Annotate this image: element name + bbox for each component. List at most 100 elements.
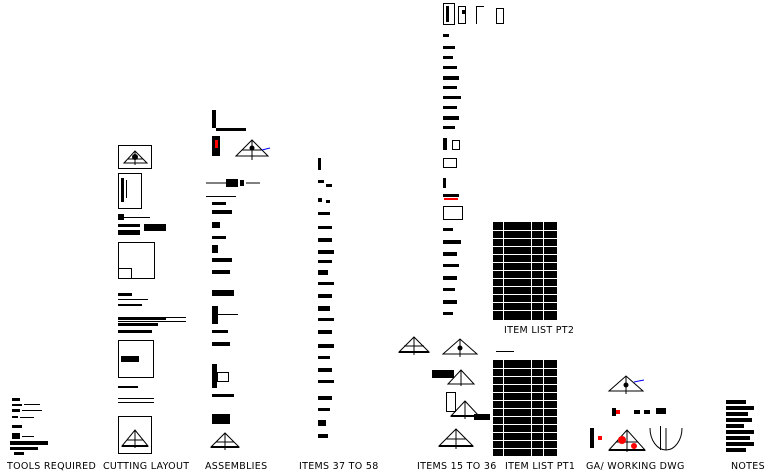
item-part: [318, 198, 322, 202]
item-part: [443, 312, 453, 315]
cut-part: [118, 317, 166, 320]
note-text-block: [726, 430, 754, 434]
cut-part: [118, 321, 186, 322]
cut-part: [118, 304, 142, 306]
assembly-iso-view: [607, 375, 645, 394]
cutting-sheet-view: [118, 173, 142, 209]
cut-part: [124, 217, 150, 218]
item-list-table: [493, 222, 557, 320]
assembly-part: [212, 202, 226, 205]
cut-part: [118, 402, 154, 403]
item-part: [326, 184, 332, 187]
item-part: [318, 306, 330, 311]
sheet-label-items-15-to-36: ITEMS 15 TO 36: [417, 461, 497, 472]
tool-drawing: [10, 441, 48, 445]
item-part: [318, 294, 332, 298]
item-part: [496, 8, 504, 24]
cut-part: [166, 317, 186, 318]
cutting-sheet-view: [118, 416, 152, 454]
item-part: [462, 10, 466, 14]
note-text-block: [726, 400, 746, 404]
assembly-part: [212, 394, 234, 397]
assembly-part: [212, 270, 230, 274]
item-part: [443, 46, 455, 49]
item-part: [318, 368, 332, 372]
tool-drawing: [12, 416, 18, 418]
tool-drawing: [12, 433, 20, 439]
assembly-part: [216, 128, 246, 131]
item-part: [474, 414, 490, 420]
item-part: [458, 6, 466, 24]
item-part: [443, 106, 457, 109]
note-text-block: [726, 424, 744, 428]
table-title-line: [496, 351, 514, 352]
assembly-part: [206, 196, 236, 197]
item-part: [318, 318, 334, 321]
cut-part: [118, 293, 132, 296]
item-part: [446, 6, 449, 22]
tool-drawing: [10, 447, 38, 450]
item-part: [443, 126, 455, 129]
item-part: [446, 392, 456, 412]
assembly-part: [206, 179, 260, 187]
item-part: [443, 96, 461, 99]
item-part: [443, 206, 463, 220]
item-part: [318, 270, 328, 275]
cut-part: [118, 398, 154, 399]
item-part: [318, 226, 332, 229]
tool-drawing: [12, 409, 20, 412]
item-part: [443, 252, 457, 256]
cut-part: [126, 180, 127, 198]
ga-part: [612, 408, 616, 416]
ga-iso-view: [607, 429, 647, 452]
assembly-part: [212, 245, 218, 253]
item-part: [443, 178, 446, 188]
item-part: [443, 194, 459, 197]
assembly-iso-view: [397, 336, 431, 355]
item-part: [318, 396, 332, 400]
item-part: [318, 260, 332, 263]
note-text-block: [726, 412, 748, 416]
assembly-part: [212, 306, 218, 324]
cut-part: [118, 330, 152, 333]
assembly-part: [217, 372, 229, 382]
note-text-block: [726, 442, 754, 446]
item-part: [318, 250, 334, 254]
cutting-sheet-view: [118, 340, 154, 378]
assembly-part: [218, 314, 238, 315]
note-text-block: [726, 448, 746, 452]
ga-part: [660, 426, 661, 450]
item-part: [443, 34, 449, 37]
assembly-highlight: [215, 140, 218, 148]
sheet-label-item-list-pt1: ITEM LIST PT1: [505, 461, 576, 472]
ga-highlight: [616, 410, 620, 414]
item-part: [318, 212, 330, 215]
ga-arc-view: [649, 427, 683, 451]
assembly-iso-thumbnail: [122, 150, 149, 165]
item-part: [443, 228, 453, 231]
assembly-part: [212, 330, 228, 333]
ga-highlight: [598, 436, 602, 440]
item-part: [443, 66, 457, 69]
item-part: [443, 86, 457, 89]
ga-part: [644, 410, 650, 414]
item-part: [443, 288, 455, 291]
sheet-label-items-37-to-58: ITEMS 37 TO 58: [299, 461, 379, 472]
tool-drawing: [12, 425, 22, 428]
item-part: [443, 3, 455, 25]
cut-part: [118, 323, 158, 326]
cutting-sheet-view: [118, 145, 152, 169]
ga-part: [634, 410, 640, 414]
sheet-label-notes: NOTES: [731, 461, 765, 472]
assembly-part: [212, 342, 230, 346]
assembly-part: [212, 258, 232, 262]
assembly-part: [212, 414, 230, 424]
tool-drawing: [12, 398, 20, 401]
item-part: [443, 276, 457, 280]
cut-part: [144, 224, 166, 231]
tool-drawing: [24, 404, 40, 405]
item-part: [452, 140, 460, 150]
item-part: [443, 240, 461, 244]
item-part: [432, 370, 454, 378]
